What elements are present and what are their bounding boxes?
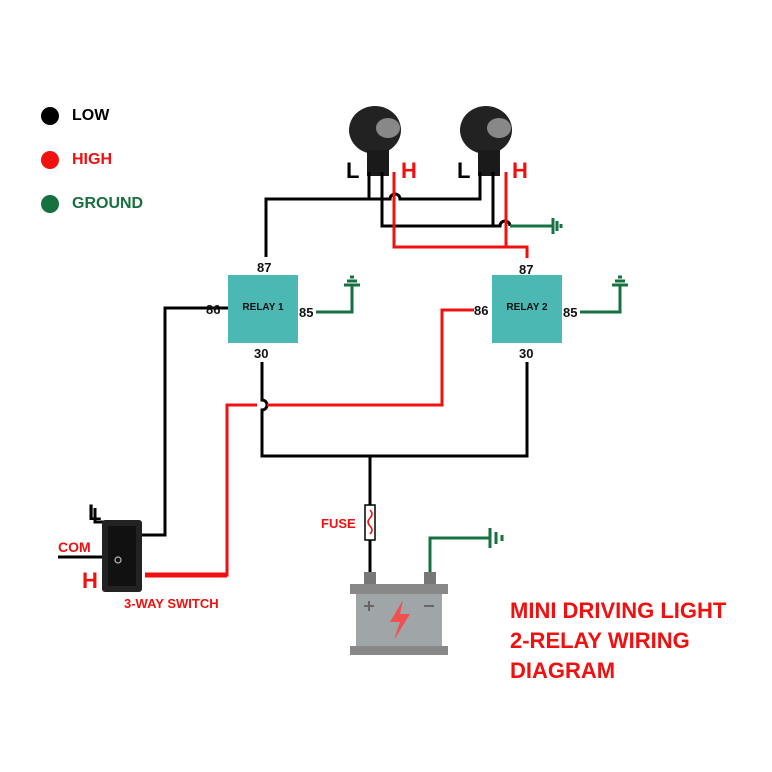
relay1-pin-86: 86 (206, 302, 221, 317)
relay1-pin-85: 85 (299, 305, 314, 320)
relay2-pin-85: 85 (563, 305, 578, 320)
driving-light-1-icon (349, 106, 401, 176)
driving-light-2-icon (460, 106, 512, 176)
legend-high-label: HIGH (72, 151, 112, 168)
relay-2-label: RELAY 2 (506, 302, 548, 313)
light2-low-label: L (457, 158, 471, 183)
legend-ground-dot (41, 195, 59, 213)
light1-low-label: L (346, 158, 360, 183)
relay2-pin-30: 30 (519, 346, 534, 361)
relay1-pin-30: 30 (254, 346, 269, 361)
relay2-pin-87: 87 (519, 262, 534, 277)
title-line-1: MINI DRIVING LIGHT (510, 598, 727, 623)
title-line-2: 2-RELAY WIRING (510, 628, 690, 653)
relay-1: RELAY 1 (228, 275, 298, 343)
power-wire (260, 362, 529, 575)
switch-high-wire (145, 308, 474, 577)
diagram-title: MINI DRIVING LIGHT 2-RELAY WIRING DIAGRA… (510, 596, 726, 686)
light2-high-label: H (512, 158, 528, 183)
relay-2: RELAY 2 (492, 275, 562, 343)
rocker-switch-icon[interactable] (58, 508, 142, 592)
switch-label: 3-WAY SWITCH (124, 596, 219, 611)
switch-low-label: L (88, 500, 102, 525)
ground-icon (344, 275, 360, 287)
fuse-icon (364, 504, 376, 541)
fuse-label: FUSE (321, 516, 356, 531)
relay1-pin-87: 87 (257, 260, 272, 275)
high-wire (392, 172, 529, 258)
legend-low-dot (41, 107, 59, 125)
title-line-3: DIAGRAM (510, 658, 616, 683)
legend-high-dot (41, 151, 59, 169)
battery-icon (350, 572, 448, 655)
relay2-pin-86: 86 (474, 303, 489, 318)
ground-icon (488, 528, 504, 548)
legend-low-label: LOW (72, 107, 110, 124)
low-wire (264, 172, 482, 257)
light-ground-wire (380, 172, 512, 228)
switch-com-label: COM (58, 539, 91, 555)
relay-1-label: RELAY 1 (242, 302, 284, 313)
ground-icon (612, 275, 628, 287)
light1-high-label: H (401, 158, 417, 183)
ground-icon (551, 218, 563, 234)
switch-low-wire (140, 306, 228, 537)
legend-ground-label: GROUND (72, 195, 144, 212)
switch-high-label: H (82, 568, 98, 593)
